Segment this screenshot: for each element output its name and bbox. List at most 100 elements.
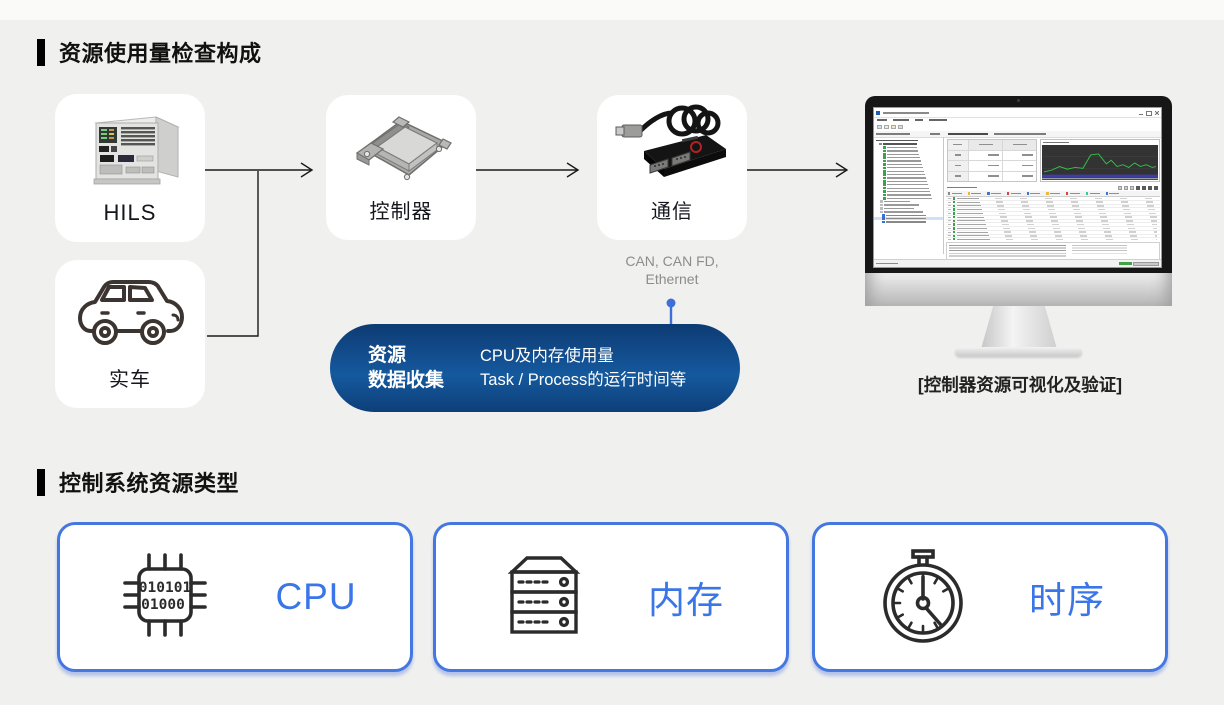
table-row (946, 212, 1160, 216)
row-status-icon (953, 204, 956, 208)
mock-menu-item (929, 119, 947, 121)
table-row (946, 230, 1160, 235)
mock-toolbar-button (1130, 185, 1134, 190)
mock-header-cell (1085, 192, 1100, 195)
mock-toolbar-button (1154, 185, 1158, 190)
callout-detail-line2: Task / Process的运行时间等 (480, 371, 687, 389)
tree-row (874, 216, 943, 221)
tree-row (874, 152, 943, 156)
section1-title-text: 资源使用量检查构成 (59, 41, 262, 66)
mock-cell (948, 171, 969, 181)
mock-toolbar-button (1136, 185, 1140, 190)
mock-cell (969, 140, 1003, 150)
callout-heading-line1: 资源 (368, 345, 407, 366)
mock-header-cell (1066, 192, 1080, 195)
tree-row (874, 200, 943, 204)
table-row (946, 215, 1160, 220)
mock-header-cell (1026, 192, 1041, 195)
mock-menu-item (893, 119, 909, 121)
section2-title-text: 控制系统资源类型 (59, 471, 240, 496)
tree-row (874, 156, 943, 159)
tree-row (874, 163, 943, 166)
mock-log-lines (1072, 245, 1128, 254)
mock-status-green-badge (1119, 262, 1132, 266)
section2-title: 控制系统资源类型 (37, 466, 239, 498)
tree-row (874, 190, 943, 193)
monitor-chin (865, 273, 1172, 306)
mock-chart-plot (1042, 145, 1158, 180)
callout-heading-line2: 数据收集 (368, 370, 445, 391)
table-row (946, 204, 1160, 209)
resource-card-memory: 内存 (433, 522, 789, 672)
mock-toolbar-button (1118, 185, 1122, 190)
mock-cell (948, 140, 969, 150)
mock-chart-caption (1041, 140, 1159, 145)
row-status-icon (953, 234, 956, 238)
tree-row (874, 183, 943, 187)
row-status-icon (953, 200, 956, 204)
mock-status-button (1133, 261, 1159, 266)
row-status-icon (953, 223, 956, 226)
mock-cell (1003, 172, 1036, 182)
mock-chart-line (1043, 153, 1157, 173)
comm-card: 通信 (597, 95, 747, 240)
mock-caption-bar (948, 133, 988, 135)
mock-cell (969, 161, 1003, 171)
car-icon (55, 260, 205, 363)
mock-cell (1003, 151, 1036, 161)
mock-window-buttons (1139, 111, 1159, 116)
tree-row (874, 203, 943, 207)
row-status-icon (953, 212, 956, 215)
tree-row (874, 176, 943, 180)
mock-status-text (876, 262, 898, 265)
tree-row (874, 169, 943, 173)
chip-binary-line2: 01000 (142, 597, 186, 613)
arrowhead-comm (566, 162, 580, 178)
callout-heading: 资源数据收集 (368, 343, 444, 393)
tree-row (874, 149, 943, 153)
mock-titlebar (874, 108, 1161, 118)
tree-row (874, 180, 943, 183)
mock-menu-item (877, 119, 887, 121)
mock-table-toolbar (946, 184, 1159, 191)
controller-card: 控制器 (326, 95, 476, 240)
mock-chart-panel (1040, 139, 1160, 182)
mock-header-cell (948, 192, 962, 195)
mock-statusbar (874, 259, 1161, 267)
resource-card-memory-label: 内存 (648, 580, 724, 621)
table-row (946, 200, 1160, 205)
mock-summary-row (948, 171, 1036, 182)
row-status-icon (953, 197, 956, 200)
tree-row (874, 142, 943, 146)
tree-row (874, 166, 943, 170)
memory-server-icon (498, 546, 590, 649)
table-row (946, 219, 1160, 224)
row-status-icon (953, 219, 956, 223)
mock-summary-row (948, 161, 1036, 172)
mock-tool-icon (877, 124, 882, 130)
tree-row (874, 193, 943, 197)
monitor-stand-base (955, 347, 1082, 356)
monitor-screen (873, 107, 1162, 268)
mock-caption-bar (947, 186, 977, 189)
mock-summary-header (948, 140, 1036, 151)
arrowhead-monitor (835, 162, 849, 178)
mock-header-cell (1046, 192, 1061, 195)
row-status-icon (953, 230, 956, 234)
hils-card: HILS (55, 94, 205, 242)
top-strip (0, 0, 1224, 20)
car-card: 实车 (55, 260, 205, 408)
mock-chart-svg (1042, 153, 1158, 180)
mock-panel-captions (874, 131, 1161, 138)
car-label: 实车 (109, 369, 151, 391)
mock-caption-bar (876, 133, 910, 135)
row-status-icon (953, 238, 956, 240)
mock-toolbar-button (1142, 185, 1146, 190)
mock-header-cell (1007, 192, 1021, 195)
tree-row (874, 146, 943, 149)
mock-table-header (946, 191, 1160, 197)
hils-label: HILS (103, 200, 157, 225)
comm-protocols-text: CAN, CAN FD, Ethernet (597, 252, 747, 288)
cpu-chip-icon: 010101 01000 (113, 543, 217, 652)
